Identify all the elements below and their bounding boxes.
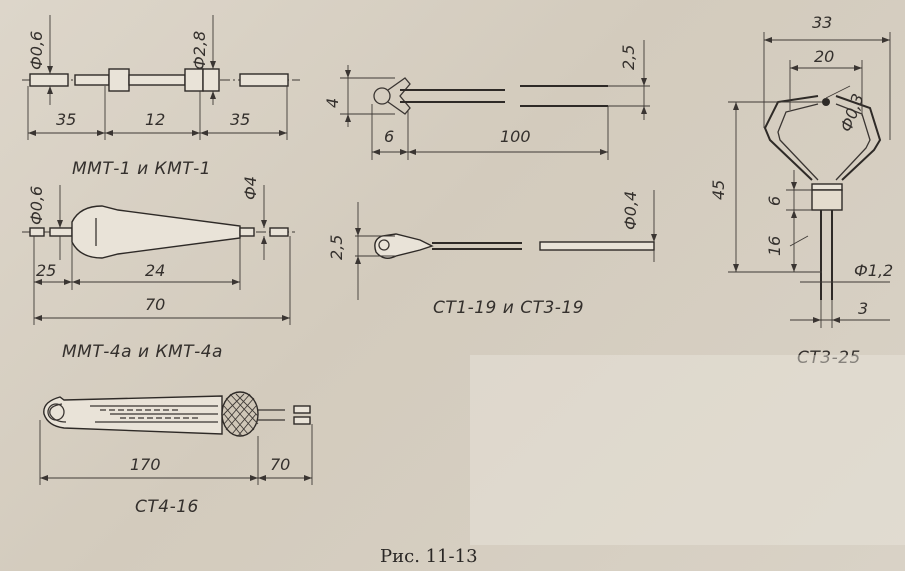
st1-19-top-dim-length: 100 [500, 127, 531, 146]
st3-25-dim-inner: 20 [814, 47, 834, 66]
st1-19-drawing [355, 190, 657, 300]
st1-19-dim-h: 2,5 [327, 235, 346, 260]
st1-19-top-drawing [340, 40, 650, 160]
st3-25-dim-width: 33 [812, 13, 832, 32]
st3-25-dim-lead-diameter: Ф1,2 [854, 261, 893, 280]
mmt4a-dim-a: 25 [36, 261, 56, 280]
mmt4a-dim-cap-diameter: Ф4 [241, 176, 260, 200]
mmt1-caption: ММТ-1 и КМТ-1 [72, 159, 211, 179]
st3-25-dim-pitch: 3 [858, 299, 868, 318]
mmt4a-dim-total: 70 [145, 295, 165, 314]
mmt1-drawing [22, 15, 300, 140]
st3-25-dim-body: 6 [765, 196, 784, 206]
st4-16-dim-lead: 70 [270, 455, 290, 474]
st1-19-dim-d: Ф0,4 [621, 191, 640, 230]
st4-16-caption: СТ4-16 [135, 497, 199, 517]
st1-19-top-dim-head: 6 [384, 127, 394, 146]
mmt4a-caption: ММТ-4а и КМТ-4а [62, 342, 223, 362]
st1-19-caption: СТ1-19 и СТ3-19 [433, 298, 584, 318]
figure-caption: Рис. 11-13 [380, 546, 478, 567]
mmt4a-dim-lead-diameter: Ф0,6 [27, 186, 46, 225]
st3-25-caption: СТ3-25 [797, 348, 861, 368]
st4-16-dim-body: 170 [130, 455, 161, 474]
mmt1-dim-lead-diameter: Ф0,6 [27, 31, 46, 70]
st1-19-top-dim-gap: 2,5 [619, 45, 638, 70]
st4-16-drawing [39, 391, 313, 485]
mmt1-dim-body-diameter: Ф2,8 [190, 31, 209, 70]
mmt4a-drawing [22, 185, 295, 325]
mmt4a-dim-b: 24 [145, 261, 165, 280]
st3-25-dim-leads: 16 [765, 236, 784, 256]
st1-19-top-dim-h: 4 [323, 98, 342, 108]
mmt1-dim-body: 12 [145, 110, 165, 129]
mmt1-dim-lead-left: 35 [56, 110, 76, 129]
mmt1-dim-lead-right: 35 [230, 110, 250, 129]
st3-25-drawing [728, 32, 891, 328]
st3-25-dim-height: 45 [709, 180, 728, 200]
